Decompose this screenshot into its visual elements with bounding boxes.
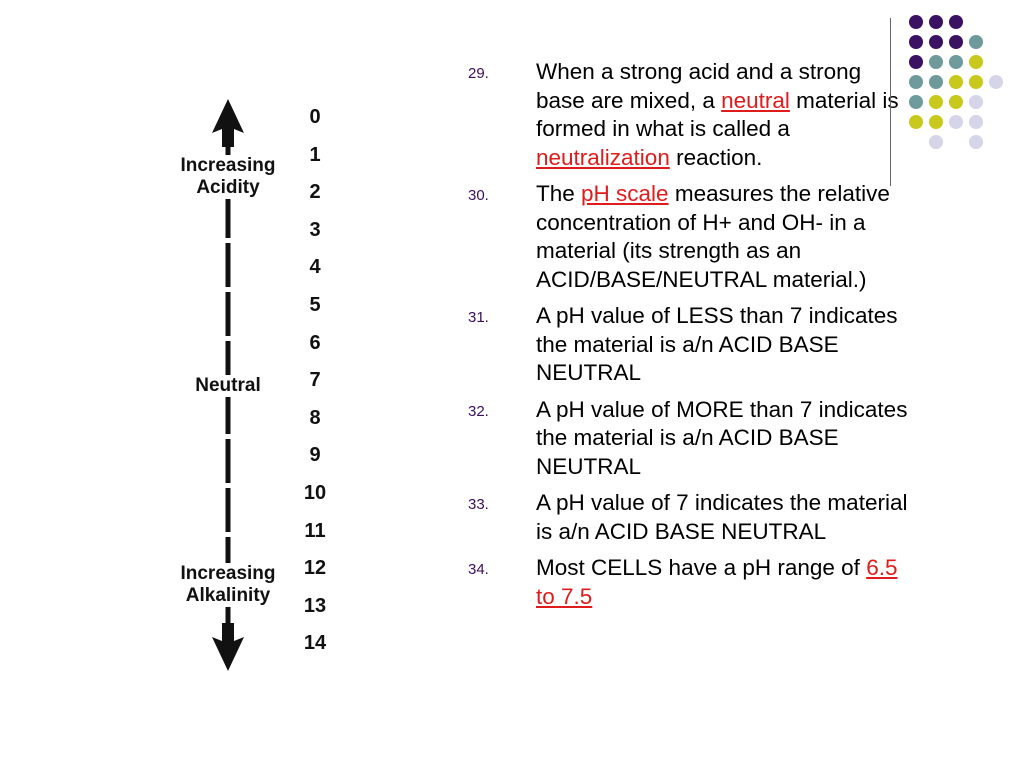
question-item: 31. A pH value of LESS than 7 indicates t… [468,302,908,388]
question-text: A pH value of LESS than 7 indicates the … [536,303,898,385]
decorative-dot [909,95,923,109]
ph-number: 14 [303,632,327,655]
arrow-up-icon [212,99,244,147]
ph-number: 1 [309,143,321,166]
ph-number: 12 [303,557,327,580]
decorative-dot [989,75,1003,89]
increasing-alkalinity-label: Increasing Alkalinity [158,563,298,607]
arrow-down-icon [212,623,244,671]
decorative-dot [929,115,943,129]
ph-number: 9 [309,444,321,467]
ph-scale-figure: Increasing Acidity Neutral Increasing Al… [150,95,350,685]
increasing-acidity-label: Increasing Acidity [158,155,298,199]
question-text: measures the relative concentration of H… [536,181,890,292]
vertical-divider [890,18,891,186]
decorative-dot [969,55,983,69]
highlighted-term: 6.5 to 7.5 [536,555,898,609]
decorative-dot [909,55,923,69]
question-number: 34. [468,561,489,578]
ph-number: 7 [309,369,321,392]
decorative-dot [909,15,923,29]
question-text: The [536,181,582,206]
ph-number: 4 [309,256,321,279]
question-number: 32. [468,402,489,420]
decorative-dot [909,75,923,89]
highlighted-term: neutralization [536,144,670,170]
question-text: A pH value of MORE than 7 indicates the … [536,396,908,479]
question-text: A pH value of 7 indicates the material i… [536,490,908,544]
decorative-dot-grid [909,15,1003,149]
decorative-dot [969,35,983,49]
neutral-label: Neutral [178,375,278,397]
decorative-dot [929,15,943,29]
decorative-dot [929,75,943,89]
decorative-dot [929,55,943,69]
decorative-dot [949,115,963,129]
decorative-dot [949,55,963,69]
decorative-dot [969,135,983,149]
question-item: 32. A pH value of MORE than 7 indicates t… [468,396,908,482]
question-list: 29. When a strong acid and a strong base … [468,58,908,619]
highlighted-term: pH scale [581,181,669,206]
highlighted-term: neutral [721,87,790,113]
question-number: 30. [468,187,489,204]
decorative-dot [909,115,923,129]
decorative-dot [929,135,943,149]
decorative-dot [929,35,943,49]
decorative-dot [949,35,963,49]
ph-number: 10 [303,481,327,504]
question-item: 30. The pH scale measures the relative co… [468,180,908,294]
decorative-dot [949,75,963,89]
question-number: 31. [468,309,489,326]
ph-number: 3 [309,218,321,241]
question-text: material is formed in what is called a [536,87,899,142]
decorative-dot [949,15,963,29]
question-item: 34. Most CELLS have a pH range of 6.5 to … [468,554,908,611]
ph-number: 13 [303,594,327,617]
question-number: 33. [468,496,489,513]
decorative-dot [929,95,943,109]
question-text: Most CELLS have a pH range of [536,555,867,580]
decorative-dot [969,75,983,89]
decorative-dot [909,35,923,49]
ph-number: 8 [309,406,321,429]
ph-number: 2 [309,181,321,204]
ph-number: 11 [304,519,326,542]
question-item: 33. A pH value of 7 indicates the materia… [468,489,908,546]
ph-number: 0 [309,106,321,128]
question-item: 29. When a strong acid and a strong base … [468,58,908,172]
question-text: When a strong acid and a strong base are… [536,59,862,113]
decorative-dot [969,95,983,109]
ph-number: 5 [309,293,321,316]
decorative-dot [949,95,963,109]
question-text: reaction. [669,144,763,170]
ph-number: 6 [309,331,321,354]
decorative-dot [969,115,983,129]
question-number: 29. [468,65,489,82]
